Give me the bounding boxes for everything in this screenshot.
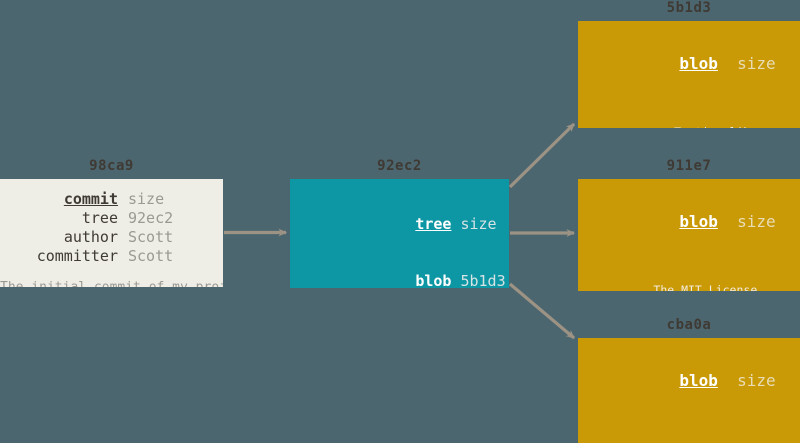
commit-field-row: committer Scott [0,247,223,266]
blob-size-label [718,54,737,73]
blob-size-value: size [737,212,776,231]
tree-entry-type: tree [415,215,452,233]
commit-field-value: size [128,190,165,208]
blob-type-label: blob [679,212,718,231]
blob-readme-hash-label: 5b1d3 [666,0,712,16]
blob-type-label: blob [679,371,718,390]
arrow-tree-to-blob-testrb [508,282,576,340]
commit-field-key: author [63,228,118,246]
blob-testrb-hash-label: cba0a [666,317,712,333]
commit-field-value: Scott [128,228,174,246]
blob-testrb-title: blob size [578,338,800,409]
commit-field-row: commit size [0,190,223,209]
commit-field-value: Scott [128,247,174,265]
blob-license-title: blob size [578,179,800,250]
commit-field-value: 92ec2 [128,209,174,227]
blob-size-spacer [718,371,737,390]
tree-entry-rest: size [451,215,497,233]
node-blob-readme[interactable]: 5b1d3 blob size == Testing library This … [578,0,800,128]
node-blob-testrb[interactable]: cba0a blob size require 'logger' require… [578,317,800,443]
tree-entries: tree size blob 5b1d3 README blob 911e7 L… [290,179,509,288]
commit-fields: commit size tree 92ec2 author Scott comm… [0,179,223,266]
commit-hash-label: 98ca9 [89,158,134,174]
tree-entry: blob 5b1d3 README [325,253,509,288]
node-commit[interactable]: 98ca9 commit size tree 92ec2 author Scot… [0,158,223,287]
blob-content-line: The MIT License [653,283,758,291]
blob-type-label: blob [679,54,718,73]
commit-field-row: tree 92ec2 [0,209,223,228]
node-tree[interactable]: 92ec2 tree size blob 5b1d3 README blob 9… [290,158,509,288]
commit-field-row: author Scott [0,228,223,247]
node-blob-license[interactable]: 911e7 blob size The MIT License Copyrigh… [578,158,800,291]
blob-content-line: == Testing library [653,125,778,128]
blob-testrb-box: blob size require 'logger' require 'test… [578,338,800,443]
arrow-tree-to-blob-readme [508,122,576,189]
blob-size-value: size [737,371,776,390]
commit-message: The initial commit of my project [0,280,223,287]
blob-readme-content: == Testing library This library is used … [578,92,800,128]
commit-field-key: committer [36,247,118,265]
blob-license-hash-label: 911e7 [666,158,712,174]
blob-license-content: The MIT License Copyright (c) 2008 Scott… [578,250,800,291]
tree-box: tree size blob 5b1d3 README blob 911e7 L… [290,179,509,288]
blob-license-box: blob size The MIT License Copyright (c) … [578,179,800,291]
blob-readme-title: blob size [578,21,800,92]
commit-field-key: commit [63,190,118,208]
blob-testrb-content: require 'logger' require 'test/unit' cla… [578,409,800,443]
tree-hash-label: 92ec2 [377,158,422,174]
blob-size-spacer [718,212,737,231]
tree-entry-type: blob [415,272,452,288]
blob-readme-box: blob size == Testing library This librar… [578,21,800,128]
tree-entry: tree size [325,196,509,253]
commit-field-key: tree [81,209,118,227]
blob-size-value: size [737,54,776,73]
tree-entry-rest: 5b1d3 README [460,272,506,288]
commit-box: commit size tree 92ec2 author Scott comm… [0,179,223,287]
